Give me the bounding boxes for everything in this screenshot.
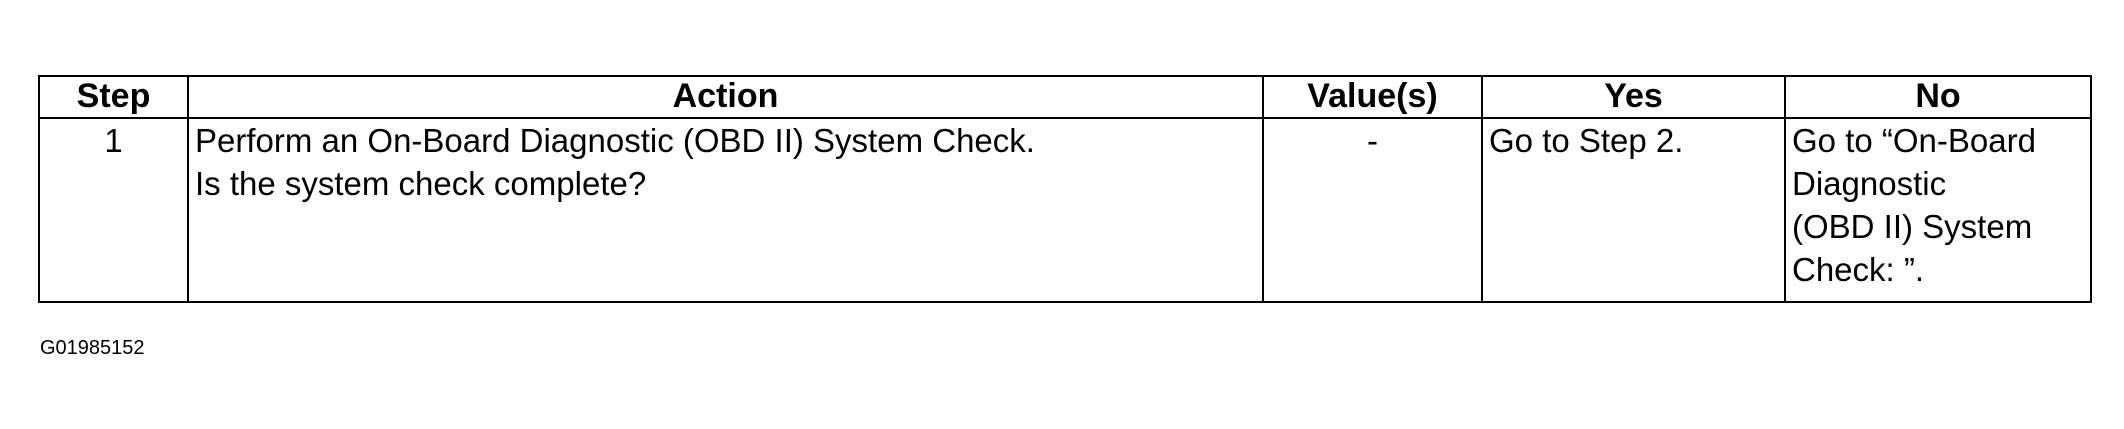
action-cell: Perform an On-Board Diagnostic (OBD II) … bbox=[187, 117, 1264, 303]
step-number-cell: 1 bbox=[38, 117, 189, 303]
header-action: Action bbox=[187, 75, 1264, 119]
no-text-line: Go to “On-Board bbox=[1792, 122, 2036, 159]
values-cell: - bbox=[1262, 117, 1483, 303]
header-no: No bbox=[1784, 75, 2092, 119]
figure-id: G01985152 bbox=[40, 337, 145, 359]
table-row: 1 Perform an On-Board Diagnostic (OBD II… bbox=[38, 117, 2092, 303]
no-text-line: (OBD II) System bbox=[1792, 208, 2033, 245]
no-text-line: Diagnostic bbox=[1792, 165, 1947, 202]
no-text-line: Check: ”. bbox=[1792, 251, 1925, 288]
action-question: Is the system check complete? bbox=[195, 165, 647, 202]
table-header-row: Step Action Value(s) Yes No bbox=[38, 75, 2092, 119]
no-cell: Go to “On-Board Diagnostic (OBD II) Syst… bbox=[1784, 117, 2092, 303]
yes-cell: Go to Step 2. bbox=[1481, 117, 1786, 303]
header-step: Step bbox=[38, 75, 189, 119]
action-instruction: Perform an On-Board Diagnostic (OBD II) … bbox=[195, 122, 1035, 159]
diagnostic-step-table: Step Action Value(s) Yes No 1 Perform an… bbox=[38, 75, 2092, 303]
header-yes: Yes bbox=[1481, 75, 1786, 119]
header-values: Value(s) bbox=[1262, 75, 1483, 119]
